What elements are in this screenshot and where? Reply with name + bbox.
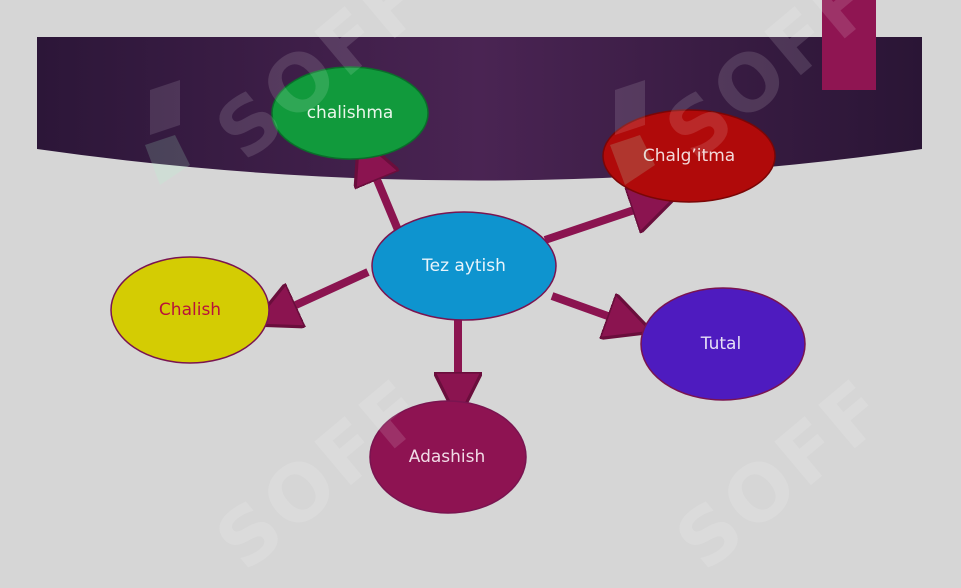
node-label-chalgitma: Chalg’itma: [642, 146, 736, 166]
node-chalishma: [271, 66, 429, 160]
arrow-to-tutal: [550, 292, 630, 324]
node-label-chalish: Chalish: [158, 300, 222, 320]
node-adashish: [369, 400, 527, 514]
node-label-tutal: Tutal: [700, 334, 742, 354]
node-label-chalishma: chalishma: [306, 103, 394, 123]
node-chalgitma: [602, 109, 776, 203]
node-label-adashish: Adashish: [408, 447, 486, 467]
arrow-to-chalishma: [368, 158, 402, 232]
accent-tab: [822, 0, 876, 90]
node-center: [371, 211, 557, 321]
arrow-to-chalish: [274, 268, 370, 315]
node-tutal: [640, 287, 806, 401]
node-label-center: Tez aytish: [422, 256, 506, 276]
node-chalish: [110, 256, 270, 364]
mind-map: [110, 66, 806, 514]
arrow-to-chalgitma: [543, 203, 655, 244]
